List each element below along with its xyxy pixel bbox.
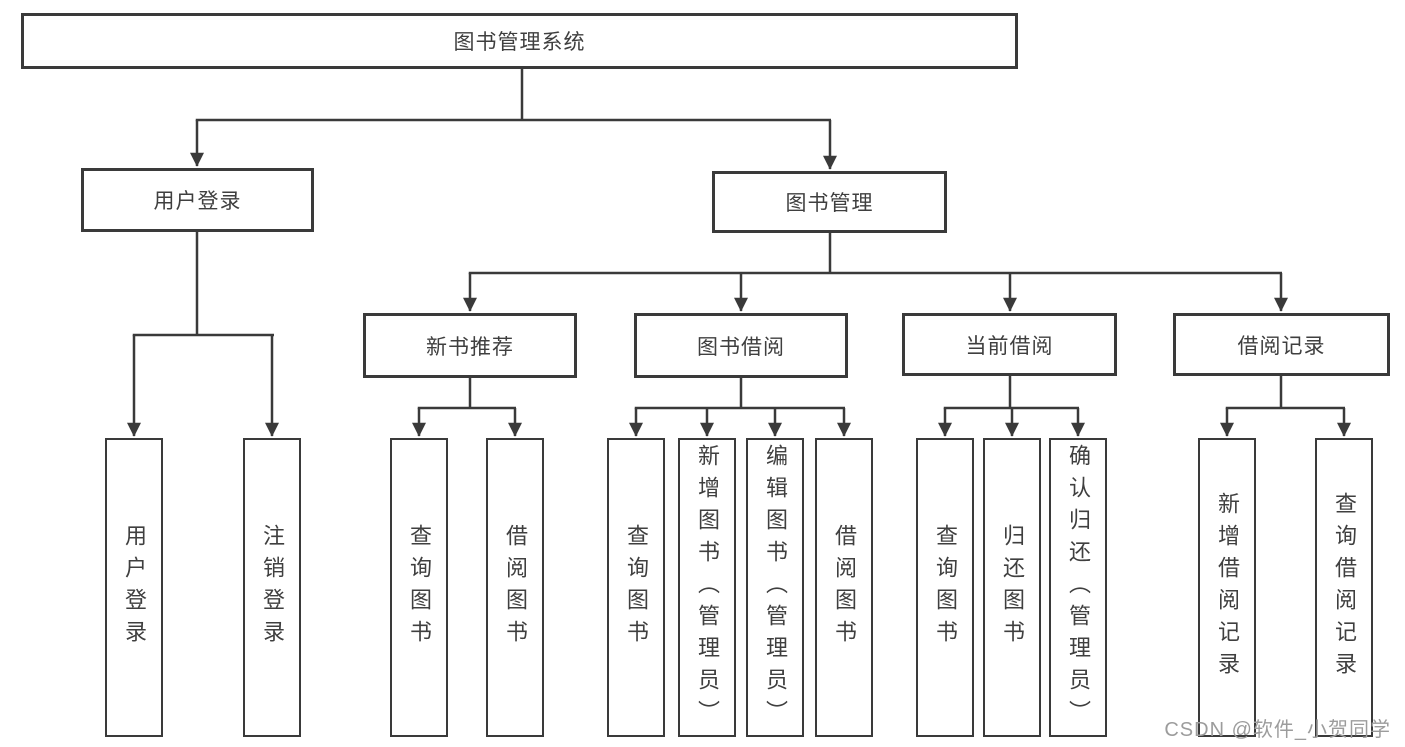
connector-root-to-level1: [190, 69, 837, 170]
csdn-watermark: CSDN @软件_小贺同学: [1164, 719, 1391, 741]
leaf-current-confirm-return-admin: 确认归还（管理员）: [1049, 438, 1107, 737]
leaf-records-query-record: 查询借阅记录: [1315, 438, 1373, 737]
leaf-borrow-query-books: 查询图书: [607, 438, 665, 737]
node-user-login: 用户登录: [81, 168, 314, 232]
node-borrow-records: 借阅记录: [1173, 313, 1390, 376]
leaf-recommend-query-books: 查询图书: [390, 438, 448, 737]
node-current-borrow: 当前借阅: [902, 313, 1117, 376]
connector-borrow-records-children: [1220, 376, 1351, 437]
leaf-logout: 注销登录: [243, 438, 301, 737]
leaf-borrow-edit-books-admin-label: 编辑图书（管理员）: [763, 443, 788, 732]
leaf-borrow-add-books-admin-label: 新增图书（管理员）: [695, 443, 720, 732]
connector-current-borrow-children: [938, 376, 1085, 437]
connector-new-book-recommend-children: [412, 378, 522, 437]
leaf-user-login: 用户登录: [105, 438, 163, 737]
node-new-book-recommend: 新书推荐: [363, 313, 577, 378]
leaf-borrow-edit-books-admin: 编辑图书（管理员）: [746, 438, 804, 737]
node-book-borrow: 图书借阅: [634, 313, 848, 378]
leaf-borrow-borrow-books-label: 借阅图书: [832, 523, 857, 652]
leaf-current-return-books: 归还图书: [983, 438, 1041, 737]
leaf-user-login-label: 用户登录: [122, 523, 147, 652]
leaf-current-query-books-label: 查询图书: [933, 523, 958, 652]
leaf-recommend-borrow-books: 借阅图书: [486, 438, 544, 737]
leaf-borrow-add-books-admin: 新增图书（管理员）: [678, 438, 736, 737]
leaf-records-query-record-label: 查询借阅记录: [1332, 491, 1357, 684]
leaf-current-return-books-label: 归还图书: [1000, 523, 1025, 652]
leaf-current-query-books: 查询图书: [916, 438, 974, 737]
leaf-records-add-record: 新增借阅记录: [1198, 438, 1256, 737]
leaf-borrow-borrow-books: 借阅图书: [815, 438, 873, 737]
leaf-borrow-query-books-label: 查询图书: [624, 523, 649, 652]
connector-book-management-children: [463, 233, 1288, 312]
node-book-management: 图书管理: [712, 171, 947, 233]
leaf-records-add-record-label: 新增借阅记录: [1215, 491, 1240, 684]
node-root: 图书管理系统: [21, 13, 1018, 69]
leaf-recommend-borrow-books-label: 借阅图书: [503, 523, 528, 652]
connector-book-borrow-children: [629, 378, 851, 437]
leaf-recommend-query-books-label: 查询图书: [407, 523, 432, 652]
leaf-current-confirm-return-admin-label: 确认归还（管理员）: [1066, 443, 1091, 732]
connector-user-login-children: [127, 232, 279, 437]
leaf-logout-label: 注销登录: [260, 523, 285, 652]
